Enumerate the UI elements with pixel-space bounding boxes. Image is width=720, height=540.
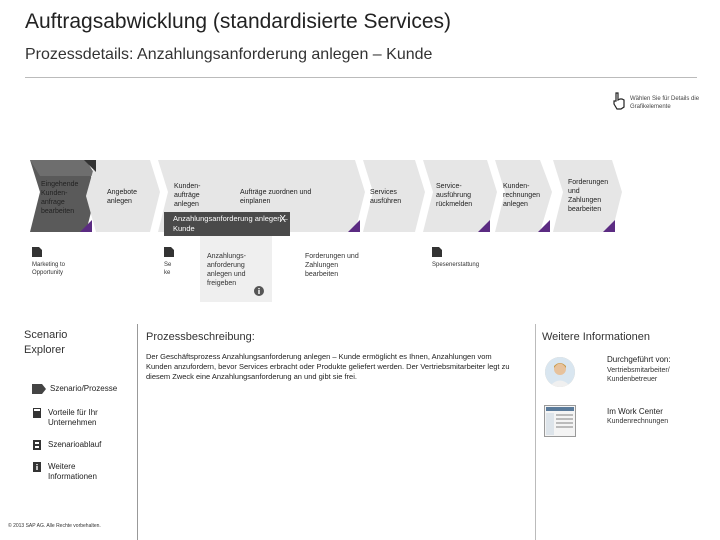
step-angebote[interactable]: Angebote anlegen	[107, 188, 147, 206]
nav-szenario-prozesse[interactable]: Szenario/Prozesse	[50, 384, 117, 394]
info-icon[interactable]	[254, 286, 264, 296]
scenario-explorer-title: Scenario Explorer	[24, 328, 84, 358]
document-icon	[32, 247, 42, 257]
flow-icon	[33, 440, 41, 450]
step-forderungen[interactable]: Forderungen und Zahlungen bearbeiten	[568, 178, 614, 214]
substep-anzahlung[interactable]: Anzahlungs-anforderung anlegen und freig…	[207, 252, 267, 288]
work-center-value: Kundenrechnungen	[607, 418, 668, 426]
copyright-footer: © 2013 SAP AG. Alle Rechte vorbehalten.	[8, 523, 101, 529]
header-divider	[25, 77, 697, 78]
substep-marketing[interactable]: Marketing to Opportunity	[32, 261, 92, 277]
work-center-screenshot-icon[interactable]	[544, 405, 576, 437]
info-document-icon	[33, 462, 41, 472]
user-avatar	[545, 357, 575, 387]
description-body: Der Geschäftsprozess Anzahlungsanforderu…	[146, 352, 518, 382]
page-subtitle: Prozessdetails: Anzahlungsanforderung an…	[25, 46, 432, 64]
work-center-label: Im Work Center	[607, 407, 663, 416]
hint-text: Wählen Sie für Details die Grafikelement…	[630, 95, 708, 111]
page-title: Auftragsabwicklung (standardisierte Serv…	[25, 10, 451, 34]
document-icon	[432, 247, 442, 257]
step-kundenanfrage[interactable]: Eingehende Kunden-anfrage bearbeiten	[41, 180, 89, 216]
step-kundenrechnungen[interactable]: Kunden-rechnungen anlegen	[503, 182, 547, 209]
nav-szenarioablauf[interactable]: Szenarioablauf	[48, 440, 101, 450]
selected-process-header: Anzahlungsanforderung anlegen – Kunde X	[164, 212, 290, 236]
substep-forderungen[interactable]: Forderungen und Zahlungen bearbeiten	[305, 252, 365, 279]
left-panel-divider	[137, 324, 138, 540]
nav-vorteile[interactable]: Vorteile für Ihr Unternehmen	[48, 408, 118, 428]
calculator-icon	[33, 408, 41, 418]
step-kundenauftraege[interactable]: Kunden-aufträge anlegen	[174, 182, 214, 209]
description-heading: Prozessbeschreibung:	[146, 331, 255, 343]
nav-weitere-informationen[interactable]: Weitere Informationen	[48, 462, 108, 482]
close-icon[interactable]: X	[279, 215, 286, 225]
document-icon	[164, 247, 174, 257]
performed-by-label: Durchgeführt von:	[607, 355, 671, 364]
performed-by-value: Vertriebsmitarbeiter/ Kundenbetreuer	[607, 366, 687, 384]
step-rueckmelden[interactable]: Service-ausführung rückmelden	[436, 182, 480, 209]
selected-process-label: Anzahlungsanforderung anlegen – Kunde	[173, 214, 288, 233]
right-panel-divider	[535, 324, 536, 540]
pointer-hand-icon	[612, 92, 626, 110]
arrow-right-icon	[32, 384, 46, 394]
more-info-heading: Weitere Informationen	[542, 331, 650, 343]
step-services[interactable]: Services ausführen	[370, 188, 410, 206]
substep-spesen[interactable]: Spesenerstattung	[432, 261, 502, 269]
step-zuordnen[interactable]: Aufträge zuordnen und einplanen	[240, 188, 330, 206]
substep-partial-ke: ke	[164, 269, 170, 277]
substep-partial-se: Se	[164, 261, 171, 269]
